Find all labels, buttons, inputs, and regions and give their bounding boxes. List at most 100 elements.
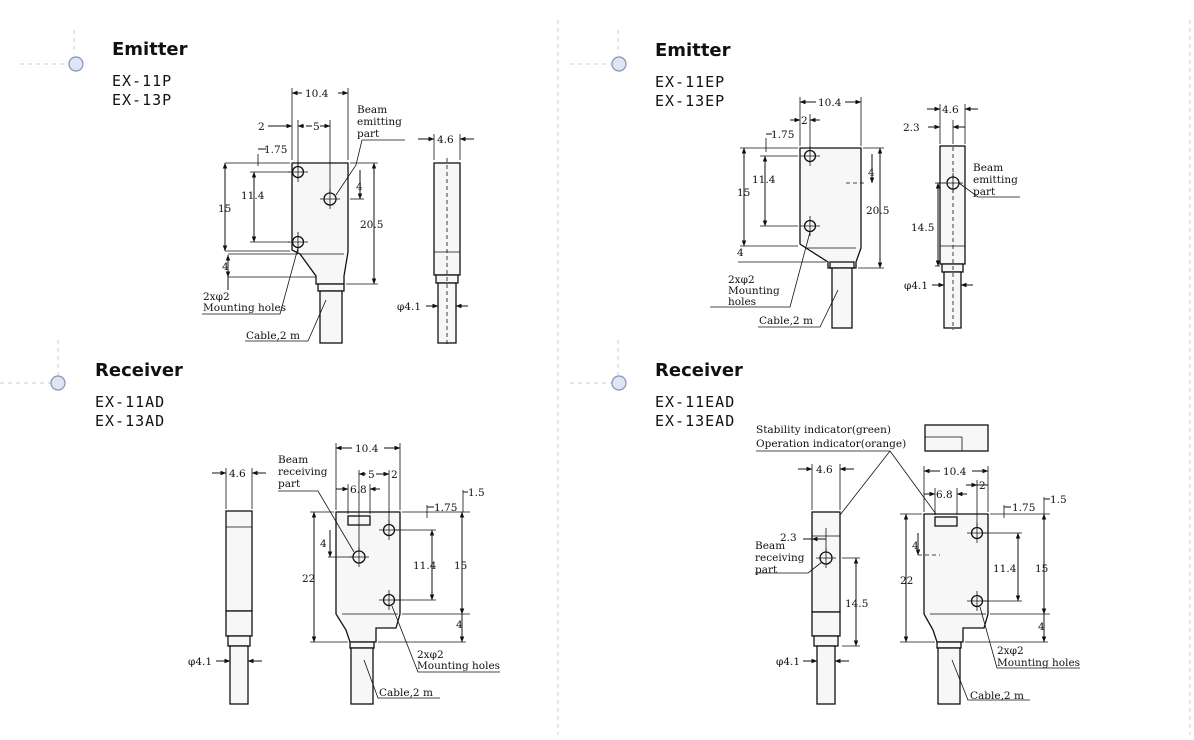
dim-height-15: 15 xyxy=(1035,563,1048,575)
label-holes: 2xφ2 xyxy=(417,649,444,661)
dim-width: 10.4 xyxy=(305,88,329,100)
section-marker xyxy=(611,375,627,391)
label-holes: Mounting holes xyxy=(417,660,500,672)
dim-height-15: 15 xyxy=(218,203,231,215)
dim-side-offset: 2.3 xyxy=(780,532,797,544)
label-stability-indicator: Stability indicator(green) xyxy=(756,424,891,436)
label-holes: Mounting holes xyxy=(203,302,286,314)
label-holes: holes xyxy=(728,296,756,308)
dim-width: 10.4 xyxy=(355,443,379,455)
panel-receiver-ex11ad: Receiver EX-11AD EX-13AD 4.6 φ4.1 xyxy=(95,360,500,705)
dim-cable-diameter: φ4.1 xyxy=(776,656,800,668)
page-separators xyxy=(0,20,1191,735)
dim-width: 10.4 xyxy=(818,97,842,109)
dim-cable-diameter: φ4.1 xyxy=(397,301,421,313)
dim-hole-offset-2: 5 xyxy=(368,469,375,481)
label-beam: receiving xyxy=(755,552,805,564)
dim-hole-spacing: 11.4 xyxy=(413,560,437,572)
dim-edge: 1.75 xyxy=(771,129,794,141)
label-holes: 2xφ2 xyxy=(728,274,755,286)
model-name: EX-11EP xyxy=(655,73,725,91)
label-beam: Beam xyxy=(755,540,785,552)
dim-hole-offset-2: 5 xyxy=(313,121,320,133)
side-view-body xyxy=(225,510,253,612)
panel-title: Emitter xyxy=(655,40,731,61)
dim-4-bottom: 4 xyxy=(737,247,744,259)
label-beam: emitting xyxy=(973,174,1018,186)
beam-emitting-point xyxy=(320,189,340,209)
label-cable: Cable,2 m xyxy=(379,687,433,699)
label-cable: Cable,2 m xyxy=(970,690,1024,702)
dim-edge: 1.75 xyxy=(1012,502,1035,514)
sensor-body xyxy=(923,513,989,643)
label-beam: emitting xyxy=(357,116,402,128)
side-view-cable xyxy=(943,271,962,329)
dim-height-15: 15 xyxy=(454,560,467,572)
label-beam: receiving xyxy=(278,466,328,478)
label-operation-indicator: Operation indicator(orange) xyxy=(756,438,906,450)
side-view-boot xyxy=(813,635,839,647)
label-beam: Beam xyxy=(973,162,1003,174)
dim-hole-offset: 2 xyxy=(391,469,398,481)
cable-boot xyxy=(829,261,855,269)
cable-boot xyxy=(936,641,962,649)
model-name: EX-13P xyxy=(112,91,172,109)
panel-title: Receiver xyxy=(655,360,743,381)
label-holes: 2xφ2 xyxy=(997,645,1024,657)
section-marker xyxy=(68,56,84,72)
dim-4-top: 4 xyxy=(912,540,919,552)
model-name: EX-11P xyxy=(112,72,172,90)
cable-boot xyxy=(317,283,345,292)
dim-side-width: 4.6 xyxy=(816,464,833,476)
sensor-body xyxy=(799,147,862,269)
dim-height-15: 15 xyxy=(737,187,750,199)
section-marker xyxy=(611,56,627,72)
dim-cable-diameter: φ4.1 xyxy=(188,656,212,668)
label-beam: part xyxy=(357,128,380,140)
label-beam: Beam xyxy=(357,104,387,116)
indicator-callout xyxy=(924,424,989,452)
dim-width: 10.4 xyxy=(943,466,967,478)
side-view-cable xyxy=(816,645,836,705)
cable xyxy=(319,290,343,344)
dim-4-bottom: 4 xyxy=(222,261,229,273)
dim-indicator-width: 6.8 xyxy=(350,484,367,496)
model-name: EX-11EAD xyxy=(655,393,735,411)
dim-hole-spacing: 11.4 xyxy=(752,174,776,186)
dim-cable-diameter: φ4.1 xyxy=(904,280,928,292)
label-holes: 2xφ2 xyxy=(203,291,230,303)
side-view-boot xyxy=(941,263,964,273)
dim-hole-spacing: 11.4 xyxy=(241,190,265,202)
dim-4-top: 4 xyxy=(356,181,363,193)
dim-4-top: 4 xyxy=(868,167,875,179)
dim-side-width: 4.6 xyxy=(229,468,246,480)
side-view-cable xyxy=(229,645,249,705)
label-cable: Cable,2 m xyxy=(759,315,813,327)
indicator-window xyxy=(934,516,958,527)
model-name: EX-11AD xyxy=(95,393,165,411)
cable xyxy=(350,647,374,705)
dim-side-offset: 2.3 xyxy=(903,122,920,134)
panel-emitter-ex11p: Emitter EX-11P EX-13P 10.4 2 5 xyxy=(112,39,474,345)
side-view-lower xyxy=(225,610,253,637)
cable xyxy=(937,647,961,705)
cable-boot xyxy=(349,641,375,649)
dim-edge: 1.75 xyxy=(264,144,287,156)
dim-height-20-5: 20.5 xyxy=(866,205,889,217)
side-view-lower xyxy=(811,611,841,637)
dim-4-bottom: 4 xyxy=(456,619,463,631)
cable xyxy=(831,267,853,329)
sensor-body xyxy=(335,511,401,643)
dim-4-top: 4 xyxy=(320,538,327,550)
label-beam: part xyxy=(755,564,778,576)
dim-edge-2: 1.5 xyxy=(468,487,485,499)
dim-hole-spacing: 11.4 xyxy=(993,563,1017,575)
label-holes: Mounting xyxy=(728,285,780,297)
dim-edge-2: 1.5 xyxy=(1050,494,1067,506)
panel-receiver-ex11ead: Receiver EX-11EAD EX-13EAD Stability ind… xyxy=(655,360,1080,705)
dim-side-width: 4.6 xyxy=(437,134,454,146)
label-beam: Beam xyxy=(278,454,308,466)
dim-side-height: 14.5 xyxy=(911,222,934,234)
dim-hole-offset: 2 xyxy=(979,480,986,492)
